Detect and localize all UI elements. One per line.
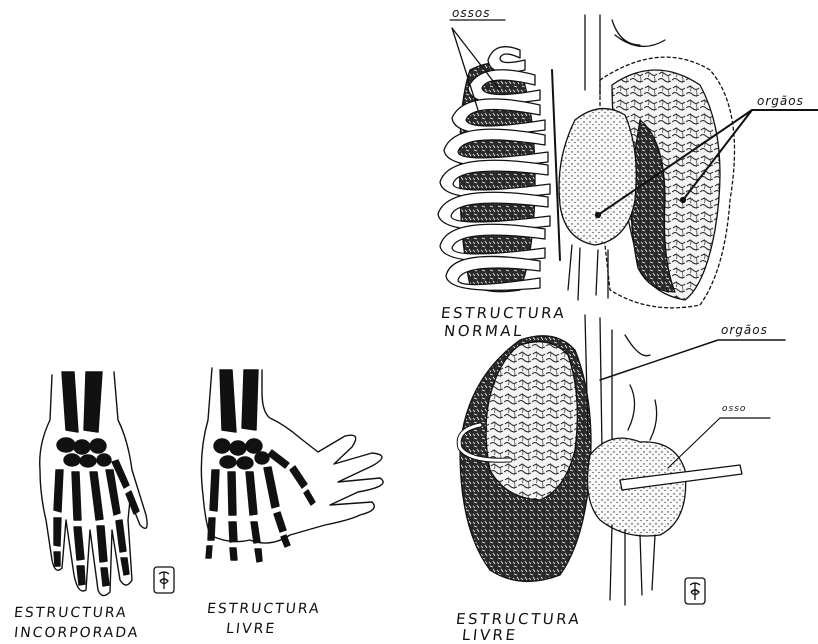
label-orgaos-normal: orgãos [757,94,804,108]
caption-hand-free-line1: ESTRUCTURA [206,600,321,618]
hand-free-figure [201,368,383,562]
caption-hand-incorporated-line2: INCORPORADA [13,624,140,642]
label-osso: osso [722,404,746,414]
signature-mark-left [154,567,174,593]
caption-torso-free-line2: LIVRE [461,626,518,644]
torso-free-figure [459,315,785,605]
hand-incorporated-figure [40,372,147,596]
label-ossos: ossos [452,6,490,20]
caption-hand-incorporated-line1: ESTRUCTURA [13,604,128,622]
caption-normal-line2: NORMAL [443,322,525,340]
caption-hand-free-line2: LIVRE [225,620,277,638]
label-orgaos-free: orgãos [721,323,768,337]
caption-normal-line1: ESTRUCTURA [440,304,567,322]
signature-mark-right [685,578,705,604]
torso-normal-figure [438,15,818,308]
